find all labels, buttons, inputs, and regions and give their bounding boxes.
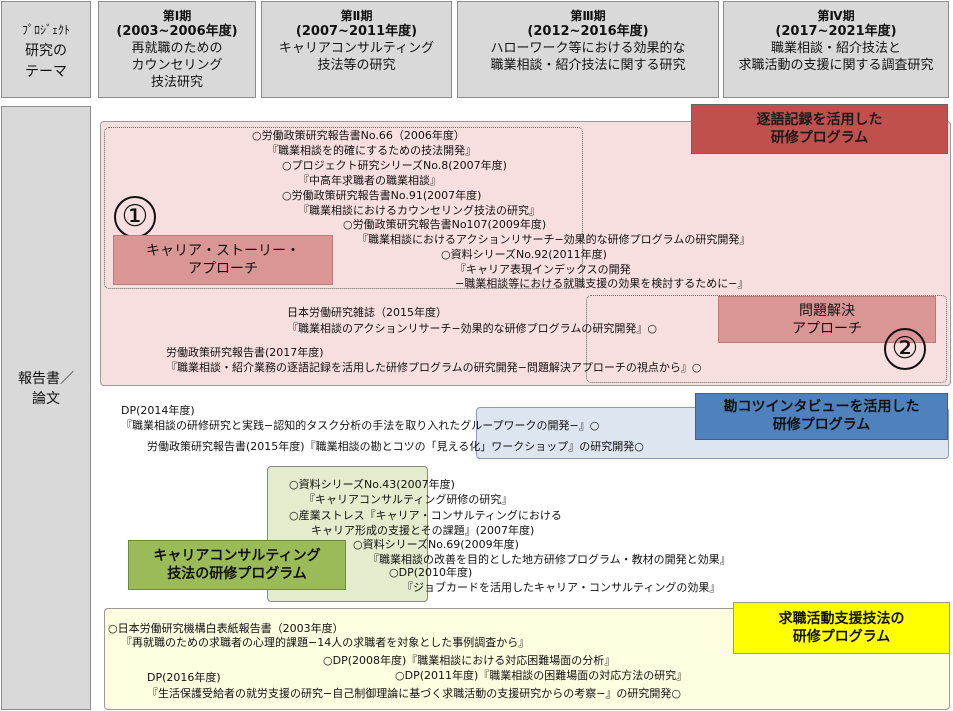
report-line: −職業相談等における就職支援の効果を検討するために−』 bbox=[455, 277, 749, 290]
project-theme-label: ﾌﾟﾛｼﾞｪｸﾄ 研究の テーマ bbox=[1, 1, 91, 98]
report-line: ○DP(2011年度)『職業相談の困難場面の対応方法の研究』 bbox=[395, 669, 688, 682]
report-line: ○労働政策研究報告書No107(2009年度) bbox=[343, 218, 547, 231]
transcript-program-tag: 逐語記録を活用した 研修プログラム bbox=[691, 104, 948, 154]
report-line: 『職業相談の研修研究と実践−認知的タスク分析の手法を取り入れたグループワークの開… bbox=[121, 419, 600, 432]
tag-line: 研修プログラム bbox=[770, 130, 869, 146]
phase-title: 第Ⅱ期 bbox=[340, 9, 373, 23]
phase-theme: 求職活動の支援に関する調査研究 bbox=[738, 58, 934, 73]
report-line: 『職業相談・紹介業務の逐語記録を活用した研修プログラムの研究開発−問題解決アプロ… bbox=[166, 361, 702, 374]
phase-theme: カウンセリング bbox=[131, 58, 223, 73]
approach-number-2: ② bbox=[884, 328, 926, 370]
career-story-dashed-box bbox=[104, 127, 583, 289]
label-line: 論文 bbox=[32, 391, 60, 407]
phase-theme: 技法等の研究 bbox=[317, 58, 396, 73]
report-line: ○日本労働研究機構白表紙報告書（2003年度） bbox=[108, 622, 344, 635]
report-line: ○労働政策研究報告書No.91(2007年度) bbox=[282, 189, 482, 202]
report-line: DP(2016年度) bbox=[147, 671, 221, 684]
problem-solving-dashed-box bbox=[586, 295, 947, 383]
report-line: 『職業相談におけるカウンセリング技法の研究』 bbox=[298, 204, 540, 217]
report-line: ○DP(2010年度) bbox=[389, 566, 473, 579]
report-line: ○資料シリーズNo.92(2011年度) bbox=[441, 248, 607, 261]
tag-line: 研修プログラム bbox=[772, 417, 871, 433]
report-line: 『ジョブカードを活用したキャリア・コンサルティングの効果』 bbox=[402, 581, 721, 594]
tag-line: キャリア・ストーリー・ bbox=[146, 243, 300, 259]
phase-2-header: 第Ⅱ期 (2007~2011年度) キャリアコンサルティング 技法等の研究 bbox=[261, 1, 452, 98]
career-consulting-program-tag: キャリアコンサルティング 技法の研修プログラム bbox=[128, 540, 346, 590]
tag-line: 研修プログラム bbox=[792, 629, 891, 645]
report-line: 『中高年求職者の職業相談』 bbox=[298, 174, 441, 187]
tag-line: 求職活動支援技法の bbox=[778, 611, 905, 627]
report-paper-label: 報告書／ 論文 bbox=[1, 106, 91, 710]
report-line: ○資料シリーズNo.69(2009年度) bbox=[353, 538, 519, 551]
tag-line: 逐語記録を活用した bbox=[756, 112, 883, 128]
report-line: DP(2014年度) bbox=[121, 404, 195, 417]
report-line: 『キャリア表現インデックスの開発 bbox=[455, 263, 631, 276]
phase-years: (2012~2016年度) bbox=[527, 24, 649, 39]
tag-line: キャリアコンサルティング bbox=[153, 548, 321, 564]
label-line: テーマ bbox=[25, 64, 67, 80]
report-line: キャリア形成の支援とその課題』(2007年度) bbox=[311, 524, 535, 537]
label-line: ﾌﾟﾛｼﾞｪｸﾄ bbox=[21, 23, 70, 37]
tag-line: 問題解決 bbox=[799, 303, 855, 319]
report-line: ○産業ストレス『キャリア・コンサルティングにおける bbox=[289, 509, 562, 522]
label-line: 研究の bbox=[25, 43, 67, 59]
phase-years: (2003~2006年度) bbox=[116, 24, 238, 39]
report-line: 『生活保護受給者の就労支援の研究−自己制御理論に基づく求職活動の支援研究からの考… bbox=[147, 687, 682, 700]
approach-number-1: ① bbox=[114, 196, 156, 238]
report-line: ○プロジェクト研究シリーズNo.8(2007年度) bbox=[282, 159, 507, 172]
tag-line: 技法の研修プログラム bbox=[167, 566, 307, 582]
report-line: ○資料シリーズNo.43(2007年度) bbox=[289, 478, 455, 491]
phase-theme: 職業相談・紹介技法と bbox=[770, 41, 901, 56]
phase-theme: 職業相談・紹介技法に関する研究 bbox=[490, 58, 686, 73]
phase-theme: 再就職のための bbox=[131, 41, 223, 56]
report-line: ○労働政策研究報告書No.66（2006年度） bbox=[252, 129, 465, 142]
tag-line: 勘コツインタビューを活用した bbox=[723, 399, 920, 415]
phase-title: 第Ⅲ期 bbox=[570, 9, 606, 23]
phase-3-header: 第Ⅲ期 (2012~2016年度) ハローワーク等における効果的な 職業相談・紹… bbox=[457, 1, 719, 98]
report-line: 『職業相談を的確にするための技法開発』 bbox=[267, 144, 477, 157]
label-line: 報告書／ bbox=[18, 371, 74, 387]
report-line: 労働政策研究報告書(2015年度)『職業相談の勘とコツの「見える化」ワークショッ… bbox=[147, 440, 644, 453]
phase-1-header: 第Ⅰ期 (2003~2006年度) 再就職のための カウンセリング 技法研究 bbox=[98, 1, 256, 98]
phase-4-header: 第Ⅳ期 (2017~2021年度) 職業相談・紹介技法と 求職活動の支援に関する… bbox=[723, 1, 949, 98]
phase-theme: 技法研究 bbox=[150, 75, 203, 90]
report-line: 『職業相談のアクションリサーチ−効果的な研修プログラムの研究開発』○ bbox=[287, 322, 657, 335]
phase-theme: ハローワーク等における効果的な bbox=[490, 41, 686, 56]
report-line: 『職業相談におけるアクションリサーチ−効果的な研修プログラムの研究開発』 bbox=[357, 233, 751, 246]
phase-years: (2007~2011年度) bbox=[295, 24, 418, 39]
tag-line: アプローチ bbox=[188, 261, 258, 277]
report-line: 日本労働研究雑誌（2015年度） bbox=[287, 306, 447, 319]
phase-title: 第Ⅳ期 bbox=[817, 9, 855, 23]
report-line: 『再就職のための求職者の心理的課題−14人の求職者を対象とした事例調査から』 bbox=[121, 636, 530, 649]
report-line: ○DP(2008年度)『職業相談における対応困難場面の分析』 bbox=[323, 654, 616, 667]
report-line: 労働政策研究報告書(2017年度) bbox=[166, 346, 324, 359]
career-story-approach-tag: キャリア・ストーリー・ アプローチ bbox=[113, 235, 333, 285]
report-line: 『キャリアコンサルティング研修の研究』 bbox=[304, 493, 513, 506]
phase-years: (2017~2021年度) bbox=[775, 24, 897, 39]
kan-kotsu-program-tag: 勘コツインタビューを活用した 研修プログラム bbox=[695, 393, 948, 440]
report-line: 『職業相談の改善を目的とした地方研修プログラム・教材の開発と効果』 bbox=[368, 553, 731, 566]
phase-title: 第Ⅰ期 bbox=[162, 9, 192, 23]
phase-theme: キャリアコンサルティング bbox=[278, 41, 435, 56]
tag-line: アプローチ bbox=[792, 321, 862, 337]
job-search-program-tag: 求職活動支援技法の 研修プログラム bbox=[733, 602, 950, 654]
